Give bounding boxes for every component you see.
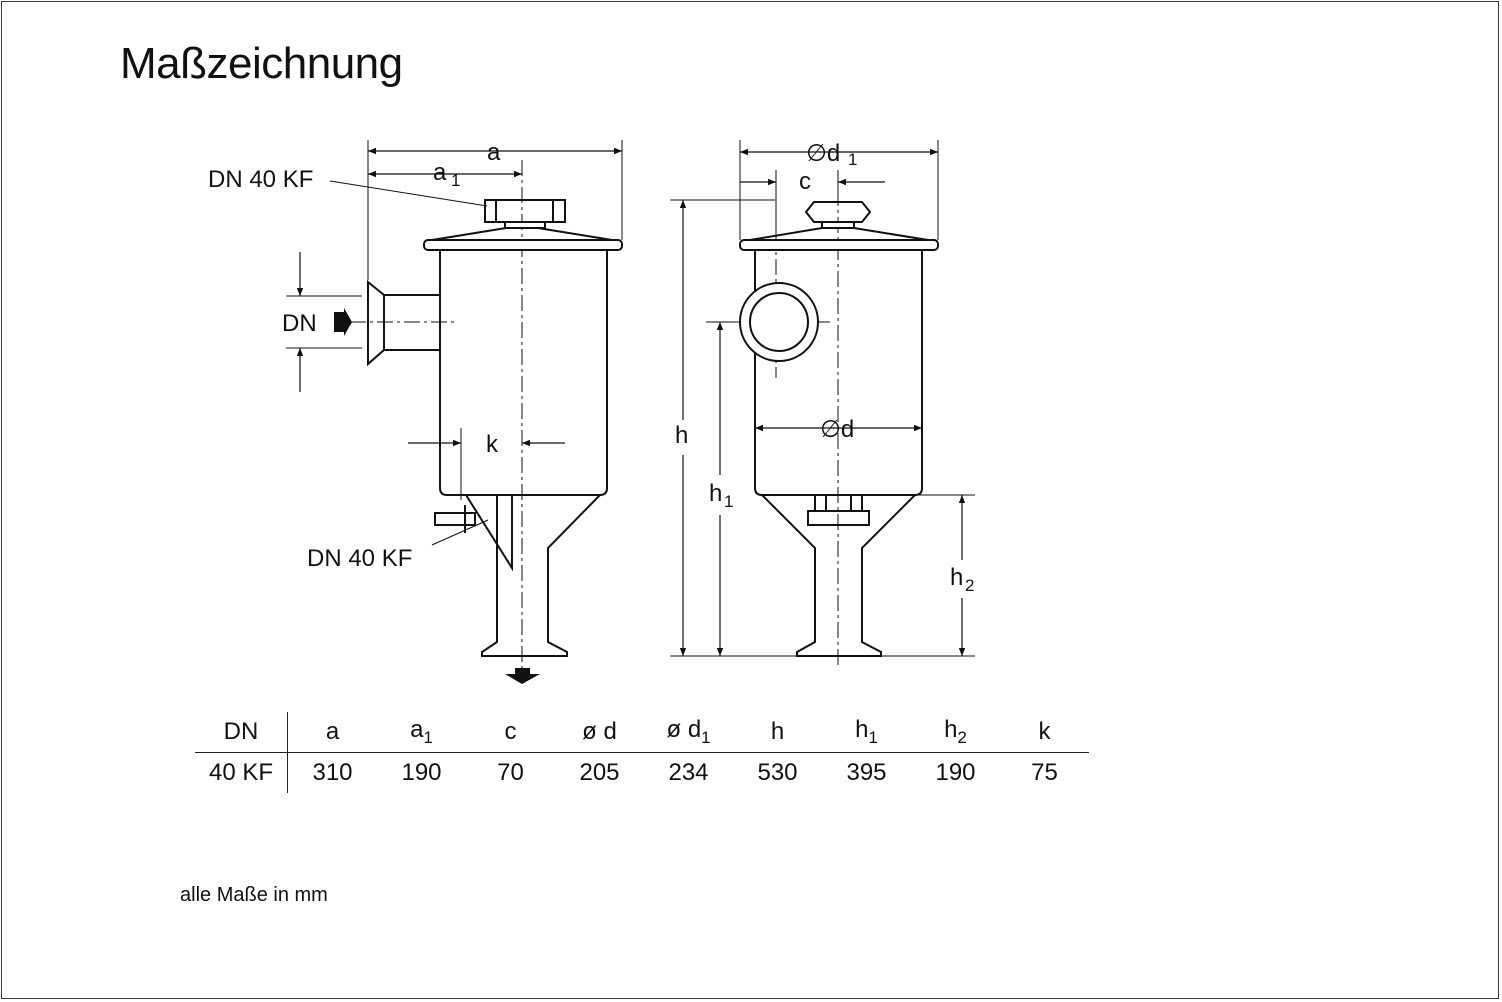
label-h1-sub: 1 — [724, 492, 733, 511]
table-cell: 395 — [846, 759, 887, 786]
front-view — [286, 140, 623, 684]
label-dn-top: DN 40 KF — [208, 166, 313, 193]
table-header-cell: h1 — [822, 712, 911, 753]
side-view — [670, 140, 975, 665]
label-a: a — [487, 139, 501, 166]
table-header-row: DN a a1 c ø d ø d1 h h1 h2 k — [195, 712, 1089, 753]
table-cell: 205 — [579, 759, 620, 786]
table-cell: 70 — [497, 759, 524, 786]
table-header-cell: h2 — [911, 712, 1000, 753]
label-dn-inlet: DN — [282, 310, 317, 337]
label-dn-side: DN 40 KF — [307, 545, 412, 572]
table-header-cell: ø d1 — [644, 712, 733, 753]
table-cell: 310 — [312, 759, 353, 786]
label-d: ∅d — [820, 416, 854, 443]
label-d1-sub: 1 — [848, 150, 857, 169]
label-h2-sub: 2 — [965, 576, 974, 595]
label-k: k — [486, 431, 499, 458]
table-cell: 530 — [757, 759, 798, 786]
units-note: alle Maße in mm — [180, 884, 328, 906]
table-cell: 40 KF — [195, 752, 288, 793]
table-header-cell: ø d — [555, 712, 644, 753]
table-header-cell: k — [1000, 712, 1089, 753]
table-header-cell: a — [287, 712, 377, 753]
drawing-labels: DN 40 KF a a 1 DN k DN 40 KF ∅d 1 c ∅d h… — [208, 139, 974, 595]
table-header-cell: c — [466, 712, 555, 753]
outlet-arrow-icon — [505, 668, 540, 684]
table-cell: 75 — [1031, 759, 1058, 786]
table-row: 40 KF 310 190 70 205 234 530 395 190 75 — [195, 752, 1089, 793]
table-cell: 234 — [668, 759, 709, 786]
label-a1-sub: 1 — [451, 171, 460, 190]
table-header-cell: a1 — [377, 712, 466, 753]
table-header-cell: h — [733, 712, 822, 753]
table-header-cell: DN — [195, 712, 288, 753]
label-h2: h — [950, 564, 963, 591]
inlet-arrow-icon — [334, 308, 352, 336]
label-a1: a — [433, 159, 447, 186]
label-d1: ∅d — [806, 140, 840, 167]
label-h: h — [675, 422, 688, 449]
label-h1: h — [709, 480, 722, 507]
page-title: Maßzeichnung — [120, 39, 403, 88]
dimension-table: DN a a1 c ø d ø d1 h h1 h2 k 40 KF 310 1… — [195, 712, 1089, 793]
table-cell: 190 — [401, 759, 442, 786]
table-cell: 190 — [935, 759, 976, 786]
label-c: c — [799, 168, 811, 195]
